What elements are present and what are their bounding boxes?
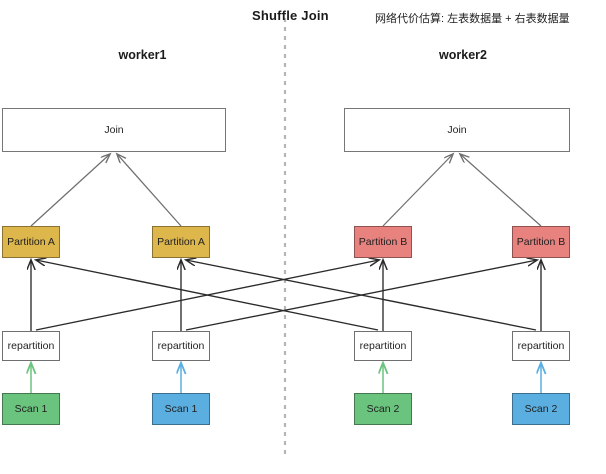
edge-repartition4-to-partitionA2 [186, 260, 537, 331]
join-node-worker2[interactable]: Join [344, 108, 570, 152]
repartition-node-2[interactable]: repartition [152, 331, 210, 361]
edge-partitionA1-to-join1 [30, 154, 110, 227]
worker1-label: worker1 [118, 48, 167, 62]
worker2-label: worker2 [439, 48, 487, 62]
cost-estimate-note: 网络代价估算: 左表数据量 + 右表数据量 [375, 13, 570, 25]
partition-a-node-1[interactable]: Partition A [2, 226, 60, 258]
repartition-node-1[interactable]: repartition [2, 331, 60, 361]
partition-b-node-1[interactable]: Partition B [354, 226, 412, 258]
repartition-node-4[interactable]: repartition [512, 331, 570, 361]
scan-node-2-right[interactable]: Scan 2 [512, 393, 570, 425]
edge-repartition3-to-partitionA1 [36, 260, 379, 331]
diagram-title: Shuffle Join [252, 8, 329, 23]
edge-partitionB1-to-join2 [382, 154, 453, 227]
scan-node-1-right[interactable]: Scan 1 [152, 393, 210, 425]
scan-node-2-left[interactable]: Scan 2 [354, 393, 412, 425]
join-node-worker1[interactable]: Join [2, 108, 226, 152]
edge-partitionB2-to-join2 [460, 154, 542, 227]
repartition-node-3[interactable]: repartition [354, 331, 412, 361]
partition-a-node-2[interactable]: Partition A [152, 226, 210, 258]
edge-partitionA2-to-join1 [117, 154, 182, 227]
partition-b-node-2[interactable]: Partition B [512, 226, 570, 258]
scan-node-1-left[interactable]: Scan 1 [2, 393, 60, 425]
